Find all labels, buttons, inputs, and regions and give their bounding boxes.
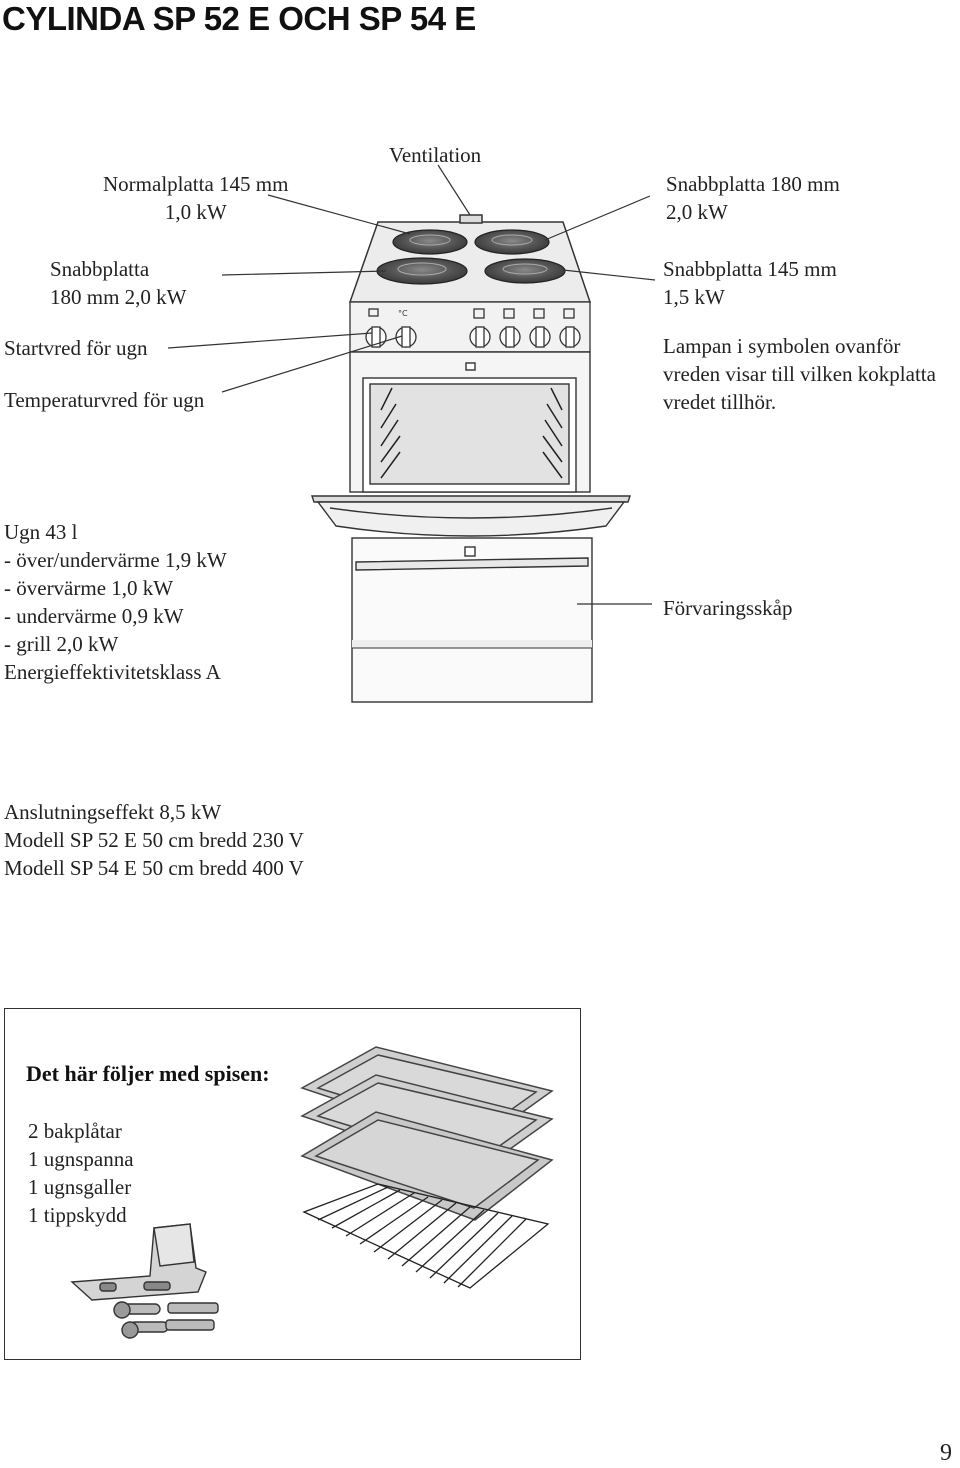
label-line: 1,0 kW: [164, 200, 227, 224]
page-title: CYLINDA SP 52 E OCH SP 54 E: [2, 0, 476, 37]
label-snabbplatta-left: Snabbplatta 180 mm 2,0 kW: [50, 255, 187, 311]
hotplate-front-right: [484, 258, 566, 284]
label-ugn-specs: Ugn 43 l - över/undervärme 1,9 kW - över…: [4, 518, 227, 686]
label-lampan: Lampan i symbolen ovanför vreden visar t…: [663, 332, 936, 416]
spec-line: Modell SP 54 E 50 cm bredd 400 V: [4, 856, 304, 880]
label-line: vreden visar till vilken kokplatta: [663, 362, 936, 386]
included-items-box: [4, 1008, 581, 1360]
label-line: - över/undervärme 1,9 kW: [4, 548, 227, 572]
page-number: 9: [940, 1440, 952, 1466]
oven-rails: [380, 387, 563, 479]
label-line: - övervärme 1,0 kW: [4, 576, 174, 600]
roasting-pan: [300, 1111, 554, 1221]
label-line: - undervärme 0,9 kW: [4, 604, 184, 628]
control-panel: °C: [349, 301, 591, 353]
storage-compartment: [351, 537, 593, 703]
label-ventilation: Ventilation: [389, 143, 482, 167]
hob: [348, 214, 592, 303]
spec-line: Anslutningseffekt 8,5 kW: [4, 800, 222, 824]
label-line: 180 mm 2,0 kW: [50, 285, 187, 309]
svg-text:°C: °C: [398, 309, 408, 318]
label-line: Snabbplatta 145 mm: [663, 257, 837, 281]
label-snabbplatta-145: Snabbplatta 145 mm 1,5 kW: [663, 255, 837, 311]
oven-rack: [302, 1183, 550, 1289]
list-item: 1 ugnsgaller: [28, 1175, 132, 1199]
spec-line: Modell SP 52 E 50 cm bredd 230 V: [4, 828, 304, 852]
label-line: Ugn 43 l: [4, 520, 78, 544]
label-snabbplatta-180: Snabbplatta 180 mm 2,0 kW: [666, 170, 840, 226]
screws: [113, 1301, 219, 1339]
label-normalplatta: Normalplatta 145 mm 1,0 kW: [103, 170, 288, 226]
list-item: 2 bakplåtar: [28, 1119, 122, 1143]
specs-block: Anslutningseffekt 8,5 kW Modell SP 52 E …: [4, 798, 304, 882]
label-line: - grill 2,0 kW: [4, 632, 119, 656]
list-item: 1 tippskydd: [28, 1203, 127, 1227]
included-heading: Det här följer med spisen:: [26, 1061, 270, 1086]
included-list: 2 bakplåtar 1 ugnspanna 1 ugnsgaller 1 t…: [28, 1117, 134, 1229]
hotplate-front-left: [376, 257, 468, 285]
list-item: 1 ugnspanna: [28, 1147, 134, 1171]
label-startvred: Startvred för ugn: [4, 336, 148, 360]
label-line: Snabbplatta 180 mm: [666, 172, 840, 196]
label-line: Energieffektivitetsklass A: [4, 660, 221, 684]
leader-lines: [167, 164, 656, 605]
label-forvaringsskap: Förvaringsskåp: [663, 596, 793, 620]
hotplate-rear-right: [474, 229, 550, 255]
oven-body: [349, 351, 591, 493]
label-temperaturvred: Temperaturvred för ugn: [4, 388, 205, 412]
label-line: 1,5 kW: [663, 285, 725, 309]
label-line: Snabbplatta: [50, 257, 150, 281]
baking-trays-illustration: [300, 1046, 554, 1289]
hotplate-rear-left: [392, 229, 468, 255]
label-line: vredet tillhör.: [663, 390, 777, 414]
oven-door: [311, 495, 631, 537]
label-line: Normalplatta 145 mm: [103, 172, 289, 196]
label-line: Lampan i symbolen ovanför: [663, 334, 901, 358]
label-line: 2,0 kW: [666, 200, 728, 224]
hotplates: [376, 229, 566, 285]
anti-tip-bracket-illustration: [70, 1223, 219, 1339]
